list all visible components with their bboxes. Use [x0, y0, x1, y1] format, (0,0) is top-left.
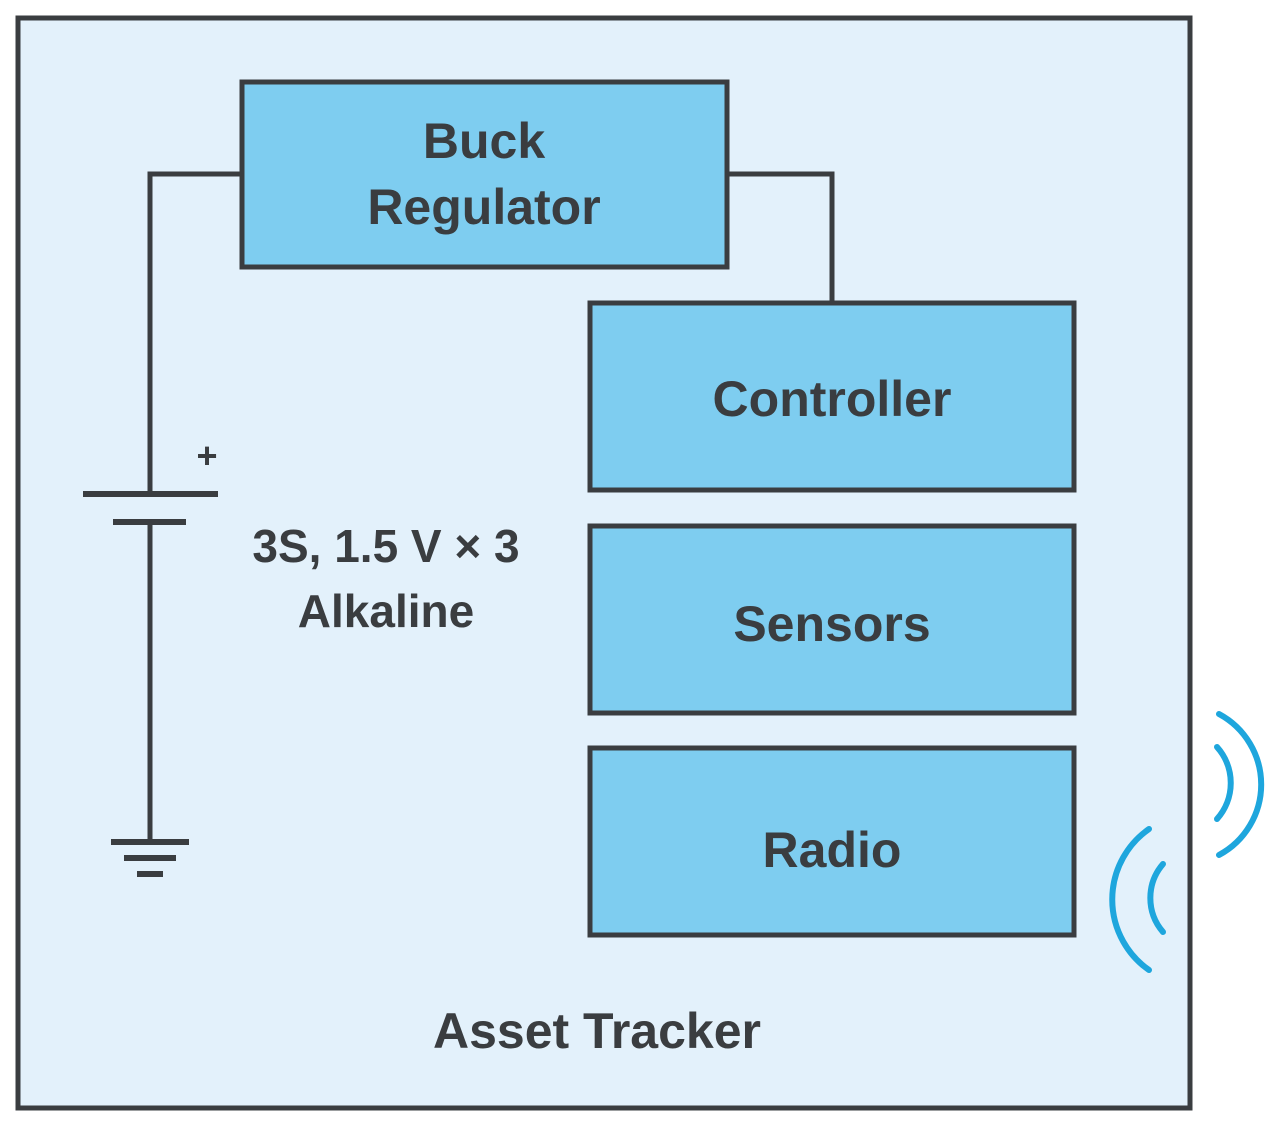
- buck-regulator-block: [239, 79, 730, 270]
- wireless-arc-upper-outer: [1216, 711, 1265, 858]
- wireless-signal-icon: [1109, 711, 1265, 973]
- sensors-block: [587, 523, 1077, 716]
- battery-polarity-label: +: [196, 435, 217, 476]
- buck-regulator-label-line1: Buck: [423, 113, 545, 169]
- radio-block: [587, 745, 1077, 938]
- wireless-arc-upper-inner: [1214, 744, 1234, 822]
- enclosure-label: Asset Tracker: [433, 1003, 761, 1059]
- wire-buck-to-controller: [727, 171, 835, 303]
- radio-label: Radio: [763, 822, 902, 878]
- wireless-arc-lower-outer: [1109, 826, 1152, 973]
- sensors-label: Sensors: [733, 596, 930, 652]
- wireless-arc-lower-inner: [1147, 861, 1166, 935]
- battery-type-label: Alkaline: [298, 585, 474, 637]
- controller-label: Controller: [713, 371, 952, 427]
- buck-regulator-label-line2: Regulator: [367, 179, 600, 235]
- ground-icon: [111, 839, 189, 877]
- battery-icon: [83, 491, 218, 525]
- battery-spec-label: 3S, 1.5 V × 3: [252, 520, 519, 572]
- controller-block: [587, 300, 1077, 493]
- wire-battery-to-buck: [147, 171, 242, 494]
